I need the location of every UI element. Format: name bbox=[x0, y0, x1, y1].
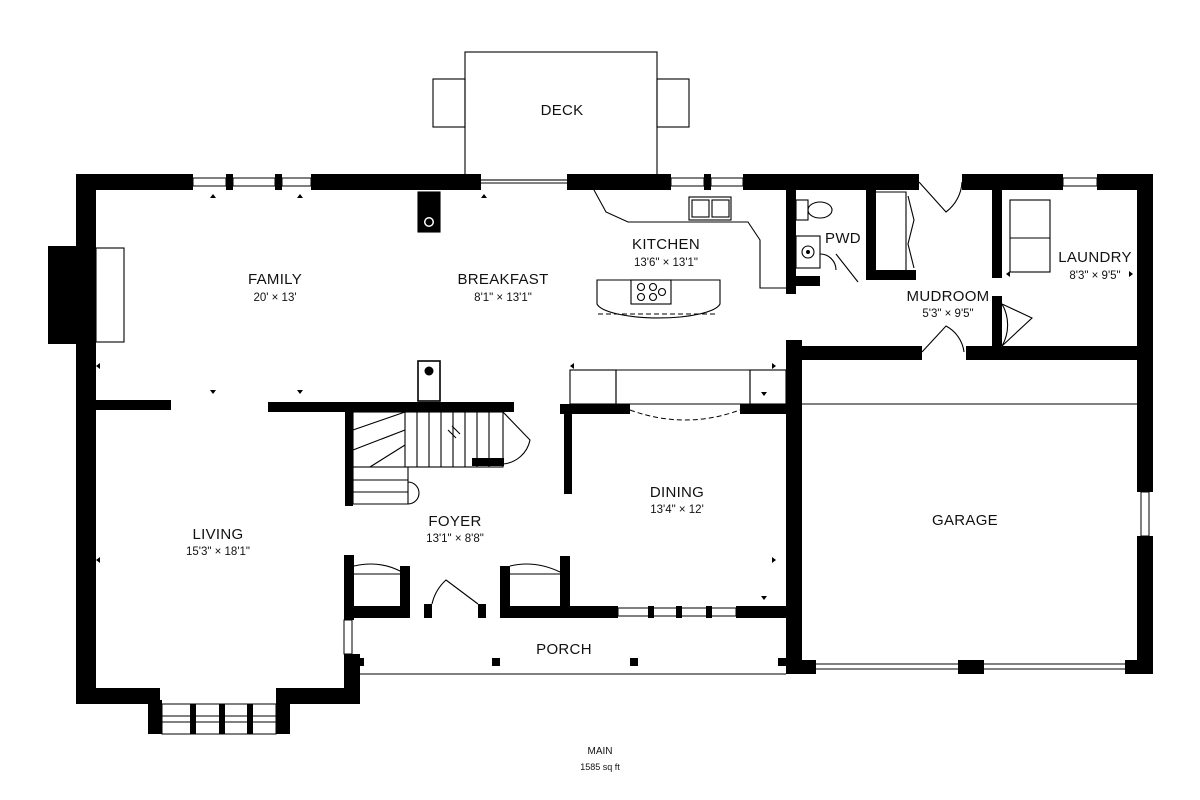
stairs bbox=[352, 411, 531, 505]
mudroom-dims: 5'3" × 9'5" bbox=[922, 308, 973, 320]
garage-label: GARAGE bbox=[932, 512, 998, 529]
kitchen-label: KITCHEN bbox=[632, 236, 700, 253]
windows bbox=[192, 177, 1150, 670]
porch bbox=[356, 658, 786, 675]
dimension-markers bbox=[96, 194, 1133, 700]
dining-label: DINING bbox=[650, 484, 704, 501]
pwd-fixtures bbox=[795, 191, 915, 283]
breakfast-label: BREAKFAST bbox=[457, 271, 548, 288]
living-label: LIVING bbox=[193, 526, 244, 543]
pwd-label: PWD bbox=[825, 230, 861, 247]
living-dims: 15'3" × 18'1" bbox=[186, 546, 250, 558]
foyer-label: FOYER bbox=[428, 513, 481, 530]
deck-label: DECK bbox=[541, 102, 584, 119]
family-dims: 20' × 13' bbox=[253, 292, 296, 304]
laundry-dims: 8'3" × 9'5" bbox=[1069, 270, 1120, 282]
family-label: FAMILY bbox=[248, 271, 302, 288]
kitchen-fixtures bbox=[569, 189, 787, 421]
foyer-dims: 13'1" × 8'8" bbox=[426, 533, 484, 545]
level-label: MAIN bbox=[588, 746, 613, 757]
mudroom-label: MUDROOM bbox=[907, 288, 990, 305]
porch-label: PORCH bbox=[536, 641, 592, 658]
interior-walls bbox=[96, 186, 1153, 674]
dining-dims: 13'4" × 12' bbox=[650, 504, 704, 516]
kitchen-dims: 13'6" × 13'1" bbox=[634, 257, 698, 269]
exterior-walls bbox=[48, 174, 1153, 735]
doors bbox=[353, 181, 1051, 605]
area-label: 1585 sq ft bbox=[580, 762, 620, 772]
laundry-label: LAUNDRY bbox=[1058, 249, 1132, 266]
breakfast-dims: 8'1" × 13'1" bbox=[474, 292, 532, 304]
